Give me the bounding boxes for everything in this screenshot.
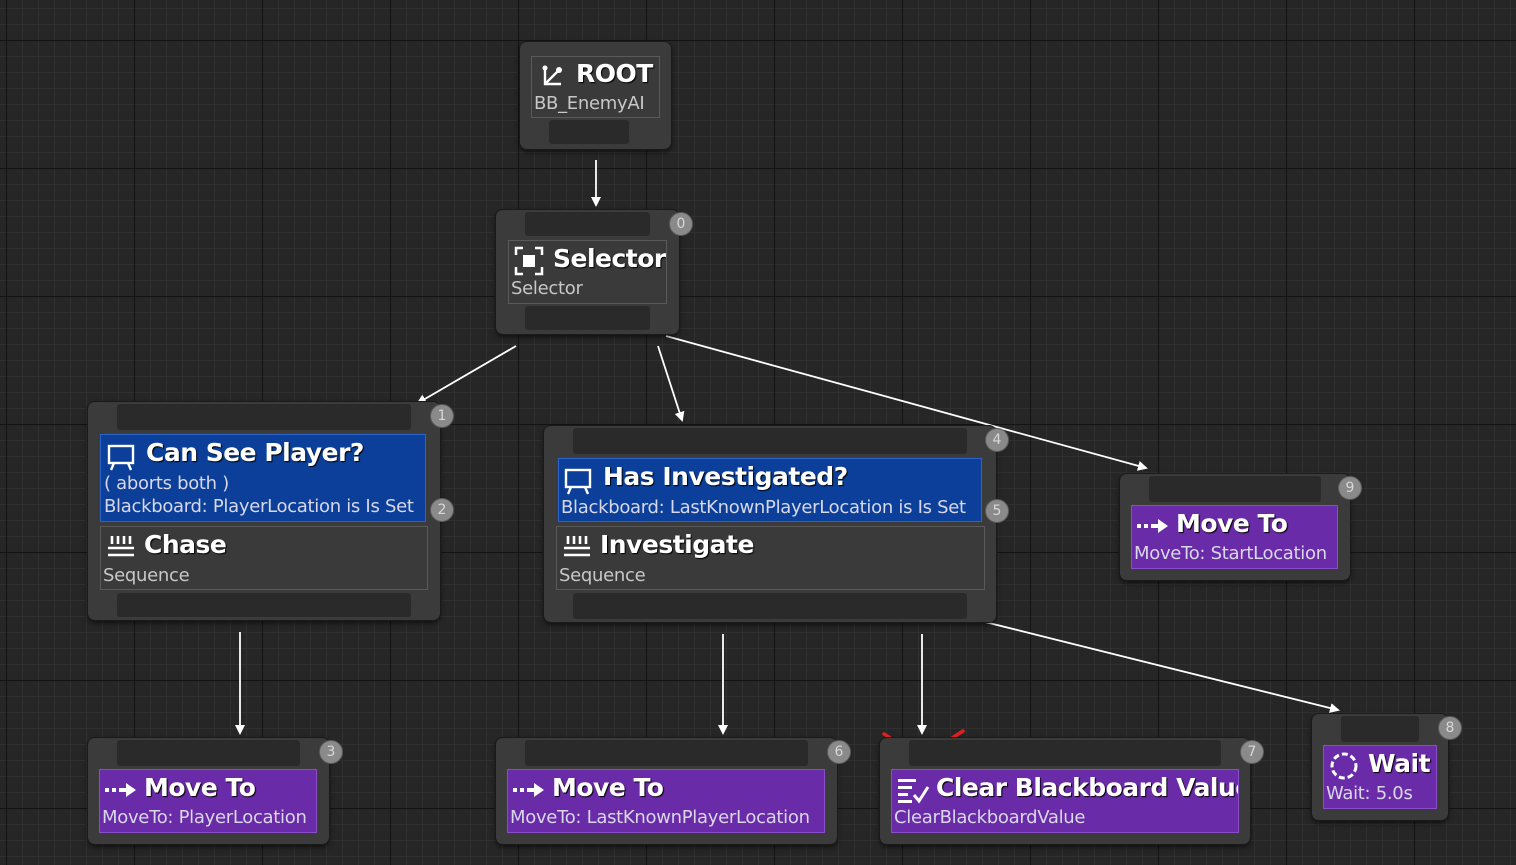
wait-input-pin[interactable] [1341, 716, 1419, 742]
has-investigated-title: Has Investigated? [603, 462, 848, 491]
clear-blackboard-input-pin[interactable] [909, 740, 1221, 766]
chase-subtitle: Sequence [103, 565, 190, 586]
clear-blackboard-title: Clear Blackboard Value [936, 773, 1239, 802]
wire-selector-investigate [657, 345, 685, 422]
wire-selector-chase [416, 345, 517, 405]
can-see-player-title: Can See Player? [146, 438, 364, 467]
investigate-node[interactable]: Has Investigated? Blackboard: LastKnownP… [544, 426, 996, 622]
root-body: ROOT BB_EnemyAI [531, 56, 660, 118]
chase-node[interactable]: Can See Player? ( aborts both ) Blackboa… [88, 402, 440, 620]
wait-body: Wait Wait: 5.0s [1323, 745, 1437, 809]
move-to-player-node[interactable]: Move To MoveTo: PlayerLocation [88, 738, 329, 844]
root-title: ROOT [576, 59, 653, 88]
wait-icon [1330, 752, 1358, 780]
chase-title: Chase [144, 530, 227, 559]
can-see-player-aborts: ( aborts both ) [104, 473, 229, 494]
selector-node[interactable]: Selector Selector [496, 210, 679, 334]
chase-index-badge: 1 [430, 404, 454, 428]
investigate-index-badge: 4 [985, 428, 1009, 452]
selector-index-badge: 0 [669, 212, 693, 236]
selector-subtitle: Selector [511, 278, 583, 299]
move-to-player-title: Move To [144, 773, 256, 802]
investigate-subtitle: Sequence [559, 565, 646, 586]
move-to-last-input-pin[interactable] [525, 740, 808, 766]
can-see-player-index-badge: 2 [430, 498, 454, 522]
move-to-player-subtitle: MoveTo: PlayerLocation [102, 807, 307, 828]
blackboard-decorator-icon [107, 444, 135, 471]
move-to-icon [1137, 519, 1168, 533]
move-to-last-body: Move To MoveTo: LastKnownPlayerLocation [507, 769, 825, 833]
investigate-title: Investigate [600, 530, 754, 559]
move-to-start-index-badge: 9 [1338, 476, 1362, 500]
root-blackboard: BB_EnemyAI [534, 93, 645, 114]
selector-title: Selector [553, 244, 666, 273]
investigate-sequence[interactable]: Investigate Sequence [556, 526, 985, 590]
sequence-icon [564, 536, 590, 557]
selector-icon [514, 246, 544, 276]
chase-sequence[interactable]: Chase Sequence [100, 526, 428, 590]
investigate-input-pin[interactable] [573, 428, 967, 454]
clear-blackboard-node[interactable]: Clear Blackboard Value ClearBlackboardVa… [880, 738, 1250, 844]
tree-root-icon [542, 65, 562, 86]
move-to-start-subtitle: MoveTo: StartLocation [1134, 543, 1327, 564]
move-to-player-body: Move To MoveTo: PlayerLocation [99, 769, 317, 833]
wait-index-badge: 8 [1438, 716, 1462, 740]
move-to-start-body: Move To MoveTo: StartLocation [1131, 505, 1338, 569]
clear-blackboard-icon [898, 779, 930, 804]
wait-title: Wait [1368, 749, 1431, 778]
root-node[interactable]: ROOT BB_EnemyAI [520, 42, 671, 149]
wire-investigate-wait [984, 621, 1340, 713]
chase-input-pin[interactable] [117, 404, 411, 430]
selector-body: Selector Selector [508, 240, 667, 304]
move-to-player-index-badge: 3 [319, 740, 343, 764]
clear-blackboard-subtitle: ClearBlackboardValue [894, 807, 1086, 828]
move-to-icon [513, 783, 544, 797]
can-see-player-condition: Blackboard: PlayerLocation is Is Set [104, 496, 414, 517]
selector-output-pin[interactable] [525, 306, 650, 330]
clear-blackboard-index-badge: 7 [1240, 740, 1264, 764]
has-investigated-decorator[interactable]: Has Investigated? Blackboard: LastKnownP… [558, 458, 982, 522]
move-to-last-index-badge: 6 [827, 740, 851, 764]
move-to-last-title: Move To [552, 773, 664, 802]
can-see-player-decorator[interactable]: Can See Player? ( aborts both ) Blackboa… [100, 434, 426, 522]
chase-output-pin[interactable] [117, 593, 411, 617]
clear-blackboard-body: Clear Blackboard Value ClearBlackboardVa… [891, 769, 1239, 833]
move-to-last-node[interactable]: Move To MoveTo: LastKnownPlayerLocation [496, 738, 837, 844]
sequence-icon [108, 536, 134, 557]
move-to-last-subtitle: MoveTo: LastKnownPlayerLocation [510, 807, 810, 828]
move-to-player-input-pin[interactable] [117, 740, 300, 766]
wire-selector-movestart [665, 335, 1148, 471]
has-investigated-index-badge: 5 [985, 499, 1009, 523]
move-to-start-node[interactable]: Move To MoveTo: StartLocation [1120, 474, 1350, 580]
wait-subtitle: Wait: 5.0s [1326, 783, 1413, 804]
wait-node[interactable]: Wait Wait: 5.0s [1312, 714, 1448, 820]
investigate-output-pin[interactable] [573, 593, 967, 619]
selector-input-pin[interactable] [525, 212, 650, 236]
blackboard-decorator-icon [564, 468, 592, 495]
move-to-start-input-pin[interactable] [1149, 476, 1321, 502]
move-to-start-title: Move To [1176, 509, 1288, 538]
move-to-icon [105, 783, 136, 797]
root-output-pin[interactable] [549, 120, 629, 144]
has-investigated-condition: Blackboard: LastKnownPlayerLocation is I… [561, 497, 966, 518]
